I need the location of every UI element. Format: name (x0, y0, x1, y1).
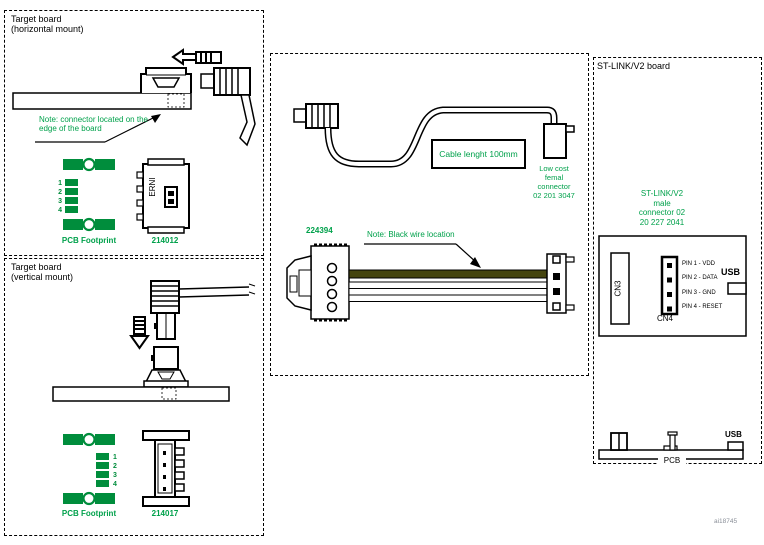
pin-number: 3 (58, 198, 62, 205)
cn3-label: CN3 (613, 280, 623, 297)
panel-target-horizontal: 1 2 3 4 Target board (horizontal mount) … (4, 10, 264, 256)
black-wire-note: Note: Black wire location (367, 230, 455, 239)
pin-number: 2 (58, 189, 62, 196)
pcb-footprint-label: PCB Footprint (61, 509, 117, 518)
pcb-footprint-label: PCB Footprint (61, 236, 117, 245)
mating-plug (200, 67, 256, 147)
edge-connector-note: edge of the board (39, 124, 102, 133)
panel-title: ST-LINK/V2 board (597, 61, 671, 71)
pin-number: 4 (58, 207, 62, 214)
male-connector-label: ST-LINK/V2 male connector 02 20 227 2041 (630, 189, 694, 227)
note-arrow (35, 114, 161, 143)
pin-number: 4 (113, 481, 117, 488)
figure-id: ai18745 (714, 518, 738, 525)
panel-target-vertical: 1 2 3 4 Target board (verti (4, 258, 264, 536)
female-connector-label: Low cost femal connector 02 201 3047 (526, 164, 582, 200)
vertical-mount-illustration: 1 2 3 4 (52, 280, 256, 507)
insert-arrow-icon (129, 316, 150, 350)
pin-label-gnd: PIN 3 - GND (682, 290, 716, 296)
insert-arrow-icon (171, 48, 222, 66)
pin-label-reset: PIN 4 - RESET (682, 304, 723, 310)
stlink-board-side-view (598, 431, 744, 460)
connector-214012-drawing (136, 158, 190, 234)
pcb-label: PCB (658, 456, 686, 466)
pcb-footprint: 1 2 3 4 (63, 432, 117, 506)
female-connector-label-line: femal (544, 173, 564, 182)
female-connector-label-line: Low cost (539, 164, 569, 173)
erni-brand-label: ERNI (148, 177, 157, 197)
board-receptacle (143, 346, 189, 388)
male-connector-label-line: ST-LINK/V2 (640, 189, 684, 198)
female-connector-label-line: connector (537, 182, 571, 191)
lower-cable (286, 243, 575, 322)
target-board-side-view (52, 386, 230, 402)
cable-illustration (286, 103, 575, 322)
pin-label-vdd: PIN 1 - VDD (682, 261, 716, 267)
cable-length-callout: Cable lenght 100mm (431, 139, 526, 169)
cn4-label: CN4 (657, 314, 674, 323)
pin-number: 1 (113, 454, 117, 461)
usb-label-top: USB (721, 267, 741, 277)
horizontal-mount-illustration: 1 2 3 4 (12, 48, 256, 234)
stlink-board-top-view (598, 235, 747, 337)
panel-title-line: Target board (11, 262, 62, 272)
black-wire-note-arrow (364, 243, 481, 268)
male-connector-label-line: connector 02 (638, 208, 686, 217)
panel-cable: Cable lenght 100mm Low cost femal connec… (270, 53, 589, 376)
panel-title-line: Target board (11, 14, 62, 24)
part-number-label: 224394 (306, 226, 333, 235)
target-board-side-view (12, 92, 192, 110)
part-number-label: 214017 (151, 509, 179, 518)
connector-214017-drawing (142, 430, 190, 507)
panel-stlink-board: ST-LINK/V2 board ST-LINK/V2 male connect… (593, 57, 762, 466)
male-connector-label-line: male (653, 198, 671, 208)
pin-number: 3 (113, 472, 117, 479)
panel-title-line: (horizontal mount) (11, 24, 84, 34)
edge-connector-note: Note: connector located on the (39, 115, 148, 124)
pin-number: 1 (58, 180, 62, 187)
pcb-footprint: 1 2 3 4 (58, 157, 115, 232)
usb-label-side: USB (725, 430, 742, 439)
cable-lines (178, 283, 256, 298)
vertical-plug (150, 280, 180, 340)
part-number-label: 214012 (151, 236, 179, 245)
female-connector-label-line: 02 201 3047 (533, 191, 575, 200)
pin-number: 2 (113, 463, 117, 470)
panel-title-line: (vertical mount) (11, 272, 74, 282)
stlink-board-illustration (598, 235, 747, 460)
pin-label-data: PIN 2 - DATA (682, 275, 718, 281)
male-connector-label-line: 20 227 2041 (639, 217, 685, 227)
upper-cable (293, 103, 575, 168)
edge-connector (140, 67, 192, 93)
